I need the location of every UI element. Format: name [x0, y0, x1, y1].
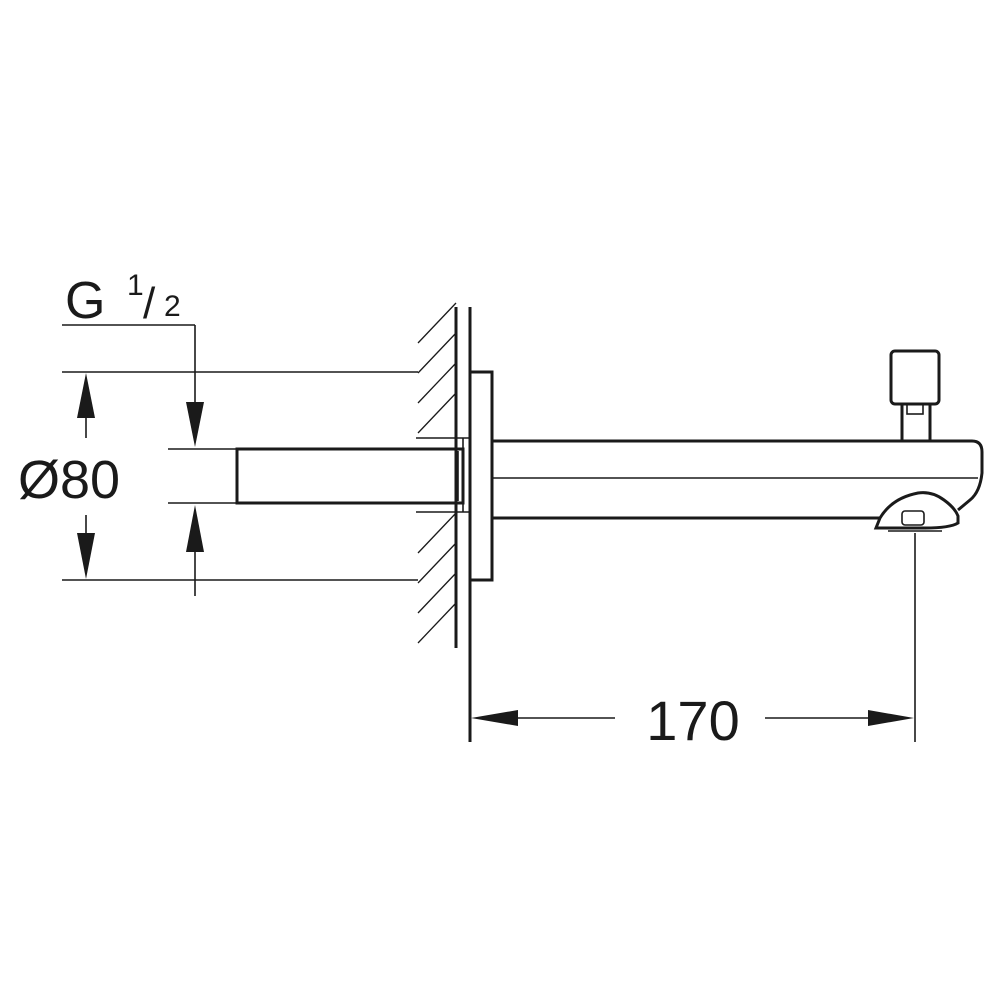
projection-arrow-left: [471, 710, 518, 726]
projection-dimension: 170: [471, 533, 916, 752]
thread-label: G 1 / 2: [65, 269, 181, 330]
inlet-pipe: [235, 437, 470, 513]
diameter-arrow-up: [77, 373, 95, 418]
aerator: [901, 510, 925, 526]
wall-hatching: [417, 302, 457, 644]
diameter-arrow-down: [77, 533, 95, 579]
diverter-cap: [889, 349, 941, 406]
pipe-body: [235, 447, 465, 505]
wall-section: [417, 302, 472, 742]
wall-flange: [468, 370, 494, 582]
diverter-knob: [889, 349, 941, 441]
thread-arrow-up: [186, 505, 204, 552]
diameter-label: Ø80: [18, 450, 120, 510]
projection-arrow-right: [868, 710, 914, 726]
thread-slash: /: [143, 279, 156, 328]
thread-arrow-down: [186, 402, 204, 447]
spout-outlet: [873, 491, 960, 530]
thread-denominator: 2: [164, 290, 181, 323]
thread-leader: [62, 324, 204, 447]
spout: [492, 439, 984, 532]
diameter-dimension: Ø80: [18, 371, 418, 581]
thread-numerator: 1: [127, 269, 144, 302]
projection-label: 170: [646, 689, 739, 752]
diverter-neck-detail: [906, 403, 924, 415]
spout-top-outline: [492, 439, 984, 512]
thread-lower-dimension: [186, 505, 204, 596]
thread-prefix: G: [65, 272, 105, 330]
